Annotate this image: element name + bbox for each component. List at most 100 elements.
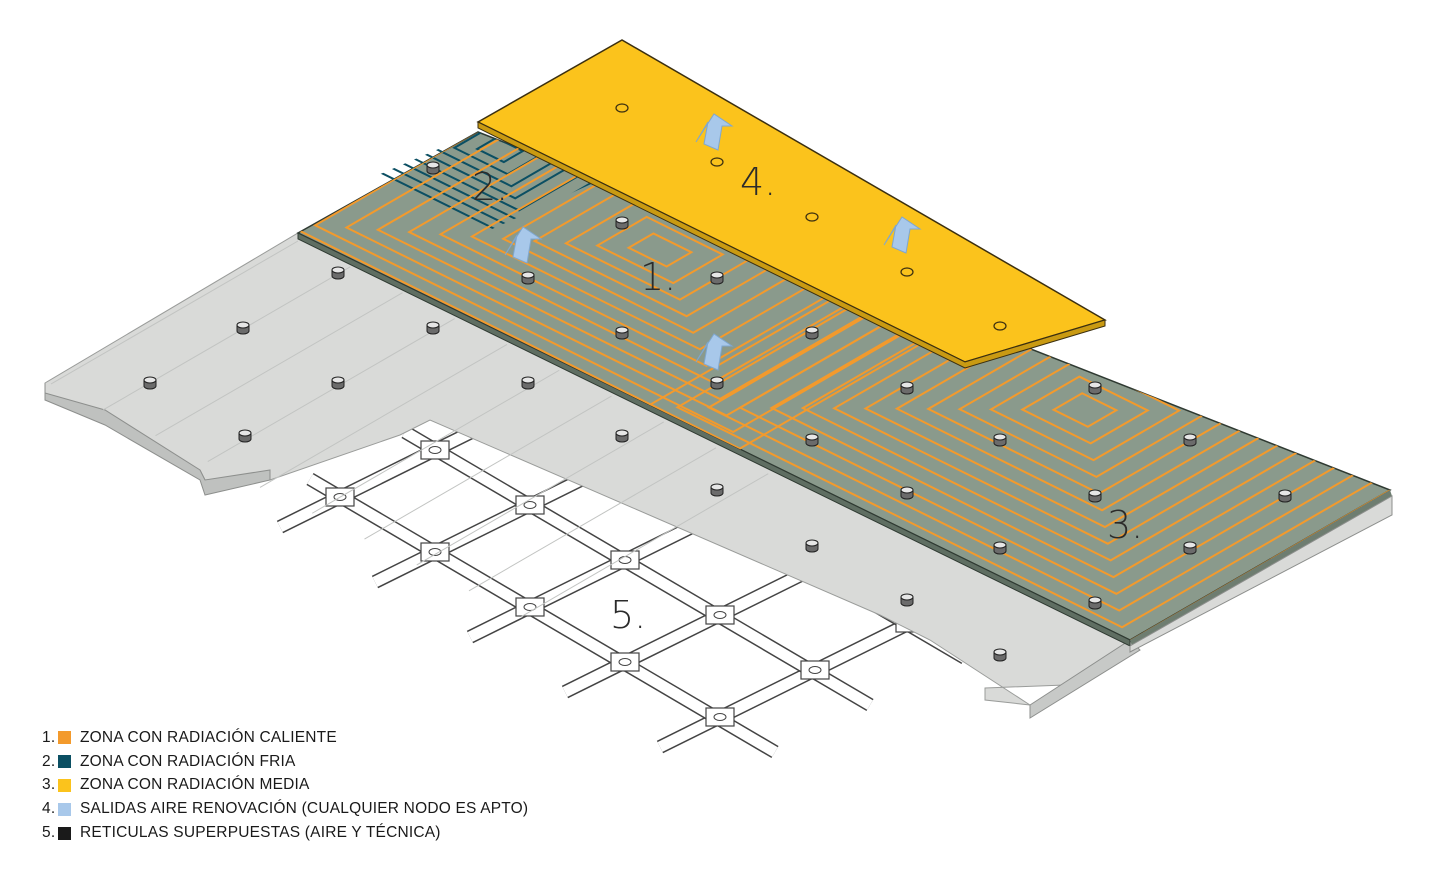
legend-item-cold: 2. ZONA CON RADIACIÓN FRIA bbox=[42, 750, 528, 774]
floor-node-top bbox=[615, 326, 629, 334]
legend-item-hot: 1. ZONA CON RADIACIÓN CALIENTE bbox=[42, 726, 528, 750]
legend-item-air: 4. SALIDAS AIRE RENOVACIÓN (CUALQUIER NO… bbox=[42, 797, 528, 821]
yellow-slab-hole bbox=[615, 103, 629, 113]
air-outlet-arrow bbox=[695, 113, 734, 151]
yellow-slab-edge bbox=[477, 121, 1106, 369]
floor-node-top bbox=[143, 376, 157, 384]
zone-label-grid: 5. bbox=[610, 593, 646, 637]
lattice-joint bbox=[420, 542, 450, 562]
legend-swatch-hot bbox=[58, 731, 71, 745]
grey-grid-line bbox=[311, 369, 560, 514]
legend-item-medium: 3. ZONA CON RADIACIÓN MEDIA bbox=[42, 774, 528, 798]
lattice-joint bbox=[610, 550, 640, 570]
floor-node-top bbox=[900, 381, 914, 389]
lattice-node-icon bbox=[428, 548, 442, 556]
floor-node-top bbox=[1183, 541, 1197, 549]
floor-node-top bbox=[521, 271, 535, 279]
floor-node-top bbox=[900, 593, 914, 601]
legend-text: RETICULAS SUPERPUESTAS (AIRE Y TÉCNICA) bbox=[80, 824, 441, 842]
floor-node-top bbox=[426, 321, 440, 329]
lattice-node-icon bbox=[713, 611, 727, 619]
lattice-joint bbox=[705, 605, 735, 625]
floor-node-top bbox=[1088, 596, 1102, 604]
hot-pipe-loop bbox=[626, 232, 694, 268]
lattice-joint bbox=[420, 440, 450, 460]
floor-node-top bbox=[1088, 381, 1102, 389]
legend-number: 1. bbox=[42, 728, 56, 746]
zone-label-cold: 2. bbox=[472, 165, 508, 209]
floor-node-top bbox=[710, 376, 724, 384]
floor-node-top bbox=[331, 376, 345, 384]
floor-nodes bbox=[143, 161, 1292, 662]
air-outlet-arrow bbox=[504, 226, 543, 264]
legend-swatch-cold bbox=[58, 755, 71, 769]
grey-grid-line bbox=[50, 240, 299, 385]
grey-slab-side-right bbox=[1029, 639, 1141, 719]
floor-node-top bbox=[900, 486, 914, 494]
legend-text: ZONA CON RADIACIÓN MEDIA bbox=[80, 776, 310, 794]
zone-label-hot: 1. bbox=[640, 255, 676, 299]
lattice-joint bbox=[515, 597, 545, 617]
legend-text: ZONA CON RADIACIÓN CALIENTE bbox=[80, 728, 337, 746]
grey-grid-line bbox=[520, 473, 769, 618]
yellow-slab-holes bbox=[615, 103, 1007, 331]
floor-node-top bbox=[615, 216, 629, 224]
lattice-joint bbox=[610, 652, 640, 672]
yellow-slab bbox=[476, 39, 1107, 369]
legend-swatch-air bbox=[58, 802, 71, 816]
legend-text: SALIDAS AIRE RENOVACIÓN (CUALQUIER NODO … bbox=[80, 800, 529, 818]
yellow-slab-hole bbox=[993, 321, 1007, 331]
lattice-node-icon bbox=[618, 658, 632, 666]
floor-node-top bbox=[238, 429, 252, 437]
legend-swatch-grid bbox=[58, 826, 71, 840]
grey-grid-line bbox=[416, 421, 665, 566]
zone-label-air: 4. bbox=[740, 160, 776, 204]
floor-node-top bbox=[993, 433, 1007, 441]
legend-number: 3. bbox=[42, 776, 56, 794]
floor-node-top bbox=[426, 161, 440, 169]
lattice-node-icon bbox=[808, 666, 822, 674]
floor-node-top bbox=[993, 541, 1007, 549]
floor-node-top bbox=[710, 483, 724, 491]
lattice-joint bbox=[515, 495, 545, 515]
floor-node-top bbox=[615, 429, 629, 437]
lattice-node-icon bbox=[713, 713, 727, 721]
zone-label-medium: 3. bbox=[1107, 503, 1143, 547]
floor-node-top bbox=[1183, 433, 1197, 441]
grey-grid-line bbox=[155, 292, 403, 437]
legend-number: 5. bbox=[42, 824, 56, 842]
air-outlet-arrows bbox=[504, 113, 922, 371]
legend-swatch-medium bbox=[58, 778, 71, 792]
lattice-node-icon bbox=[523, 501, 537, 509]
yellow-slab-hole bbox=[900, 267, 914, 277]
green-slab-support-right bbox=[1129, 495, 1393, 653]
floor-node-top bbox=[521, 376, 535, 384]
floor-node-top bbox=[710, 271, 724, 279]
floor-node-top bbox=[1278, 489, 1292, 497]
floor-node-top bbox=[1088, 489, 1102, 497]
legend: 1. ZONA CON RADIACIÓN CALIENTE 2. ZONA C… bbox=[42, 726, 528, 845]
legend-text: ZONA CON RADIACIÓN FRIA bbox=[80, 752, 296, 770]
floor-node-top bbox=[236, 321, 250, 329]
lattice-joint bbox=[800, 660, 830, 680]
green-slab-edge-right bbox=[1130, 490, 1392, 646]
lattice-node-icon bbox=[523, 603, 537, 611]
grey-grid-line bbox=[364, 395, 612, 540]
legend-number: 4. bbox=[42, 800, 56, 818]
grey-grid-line bbox=[259, 343, 508, 488]
floor-node-top bbox=[993, 648, 1007, 656]
floor-node-top bbox=[331, 266, 345, 274]
grey-slab-edge bbox=[44, 383, 271, 496]
cold-pipe-loop bbox=[475, 136, 525, 164]
floor-node-top bbox=[805, 539, 819, 547]
floor-node-top bbox=[805, 326, 819, 334]
grey-grid-line bbox=[468, 447, 717, 592]
legend-number: 2. bbox=[42, 752, 56, 770]
lattice-joint bbox=[705, 707, 735, 727]
lattice-node-icon bbox=[428, 446, 442, 454]
lattice-node-icon bbox=[333, 493, 347, 501]
legend-item-grid: 5. RETICULAS SUPERPUESTAS (AIRE Y TÉCNIC… bbox=[42, 821, 528, 845]
hot-pipe-loop bbox=[595, 215, 725, 285]
floor-node-top bbox=[805, 433, 819, 441]
